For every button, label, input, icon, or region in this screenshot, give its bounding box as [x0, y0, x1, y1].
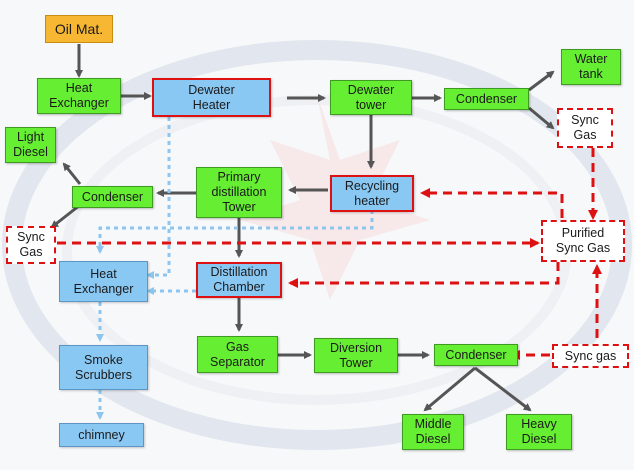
- arrow-condenser-to-water-tank: [528, 70, 555, 92]
- diversion-tower-node: Diversion Tower: [314, 338, 398, 373]
- recycling-heater-node: Recycling heater: [330, 175, 414, 212]
- smoke-scrubbers-node: Smoke Scrubbers: [59, 345, 148, 390]
- heat-exchanger-top-node: Heat Exchanger: [37, 78, 121, 114]
- flue-dewater-heater-to-heat-exchanger: [146, 117, 171, 279]
- sync-gas-right-node: Sync gas: [552, 344, 629, 368]
- arrow-condenser-to-heavy-diesel: [474, 366, 532, 412]
- condenser-top-node: Condenser: [444, 88, 529, 110]
- condenser-left-node: Condenser: [72, 186, 153, 208]
- heat-exchanger-left-node: Heat Exchanger: [59, 261, 148, 302]
- sync-gas-left-node: Sync Gas: [6, 226, 56, 264]
- chimney-node: chimney: [59, 423, 144, 447]
- condenser-bottom-node: Condenser: [434, 344, 518, 366]
- heavy-diesel-node: Heavy Diesel: [506, 414, 572, 450]
- flue-recycling-heater-to-heat-exchanger: [96, 210, 374, 254]
- dewater-tower-node: Dewater tower: [330, 80, 412, 115]
- arrow-condenser-to-light-diesel: [62, 162, 82, 185]
- distillation-chamber-node: Distillation Chamber: [196, 262, 282, 298]
- oil-material-node: Oil Mat.: [45, 15, 113, 43]
- light-diesel-node: Light Diesel: [5, 127, 56, 163]
- dewater-heater-node: Dewater Heater: [152, 78, 271, 117]
- water-tank-node: Water tank: [561, 49, 621, 85]
- arrow-purified-to-distillation-chamber: [288, 262, 560, 288]
- arrow-condenser-to-sync-gas: [528, 106, 555, 130]
- sync-gas-top-node: Sync Gas: [557, 108, 613, 148]
- primary-distillation-tower-node: Primary distillation Tower: [196, 167, 282, 218]
- purified-sync-gas-node: Purified Sync Gas: [541, 220, 625, 262]
- arrow-purified-to-recycling-heater: [420, 188, 564, 218]
- middle-diesel-node: Middle Diesel: [402, 414, 464, 450]
- arrow-condenser-to-middle-diesel: [423, 366, 476, 412]
- arrow-condenser-to-sync-gas-left: [50, 203, 81, 229]
- gas-separator-node: Gas Separator: [197, 336, 278, 373]
